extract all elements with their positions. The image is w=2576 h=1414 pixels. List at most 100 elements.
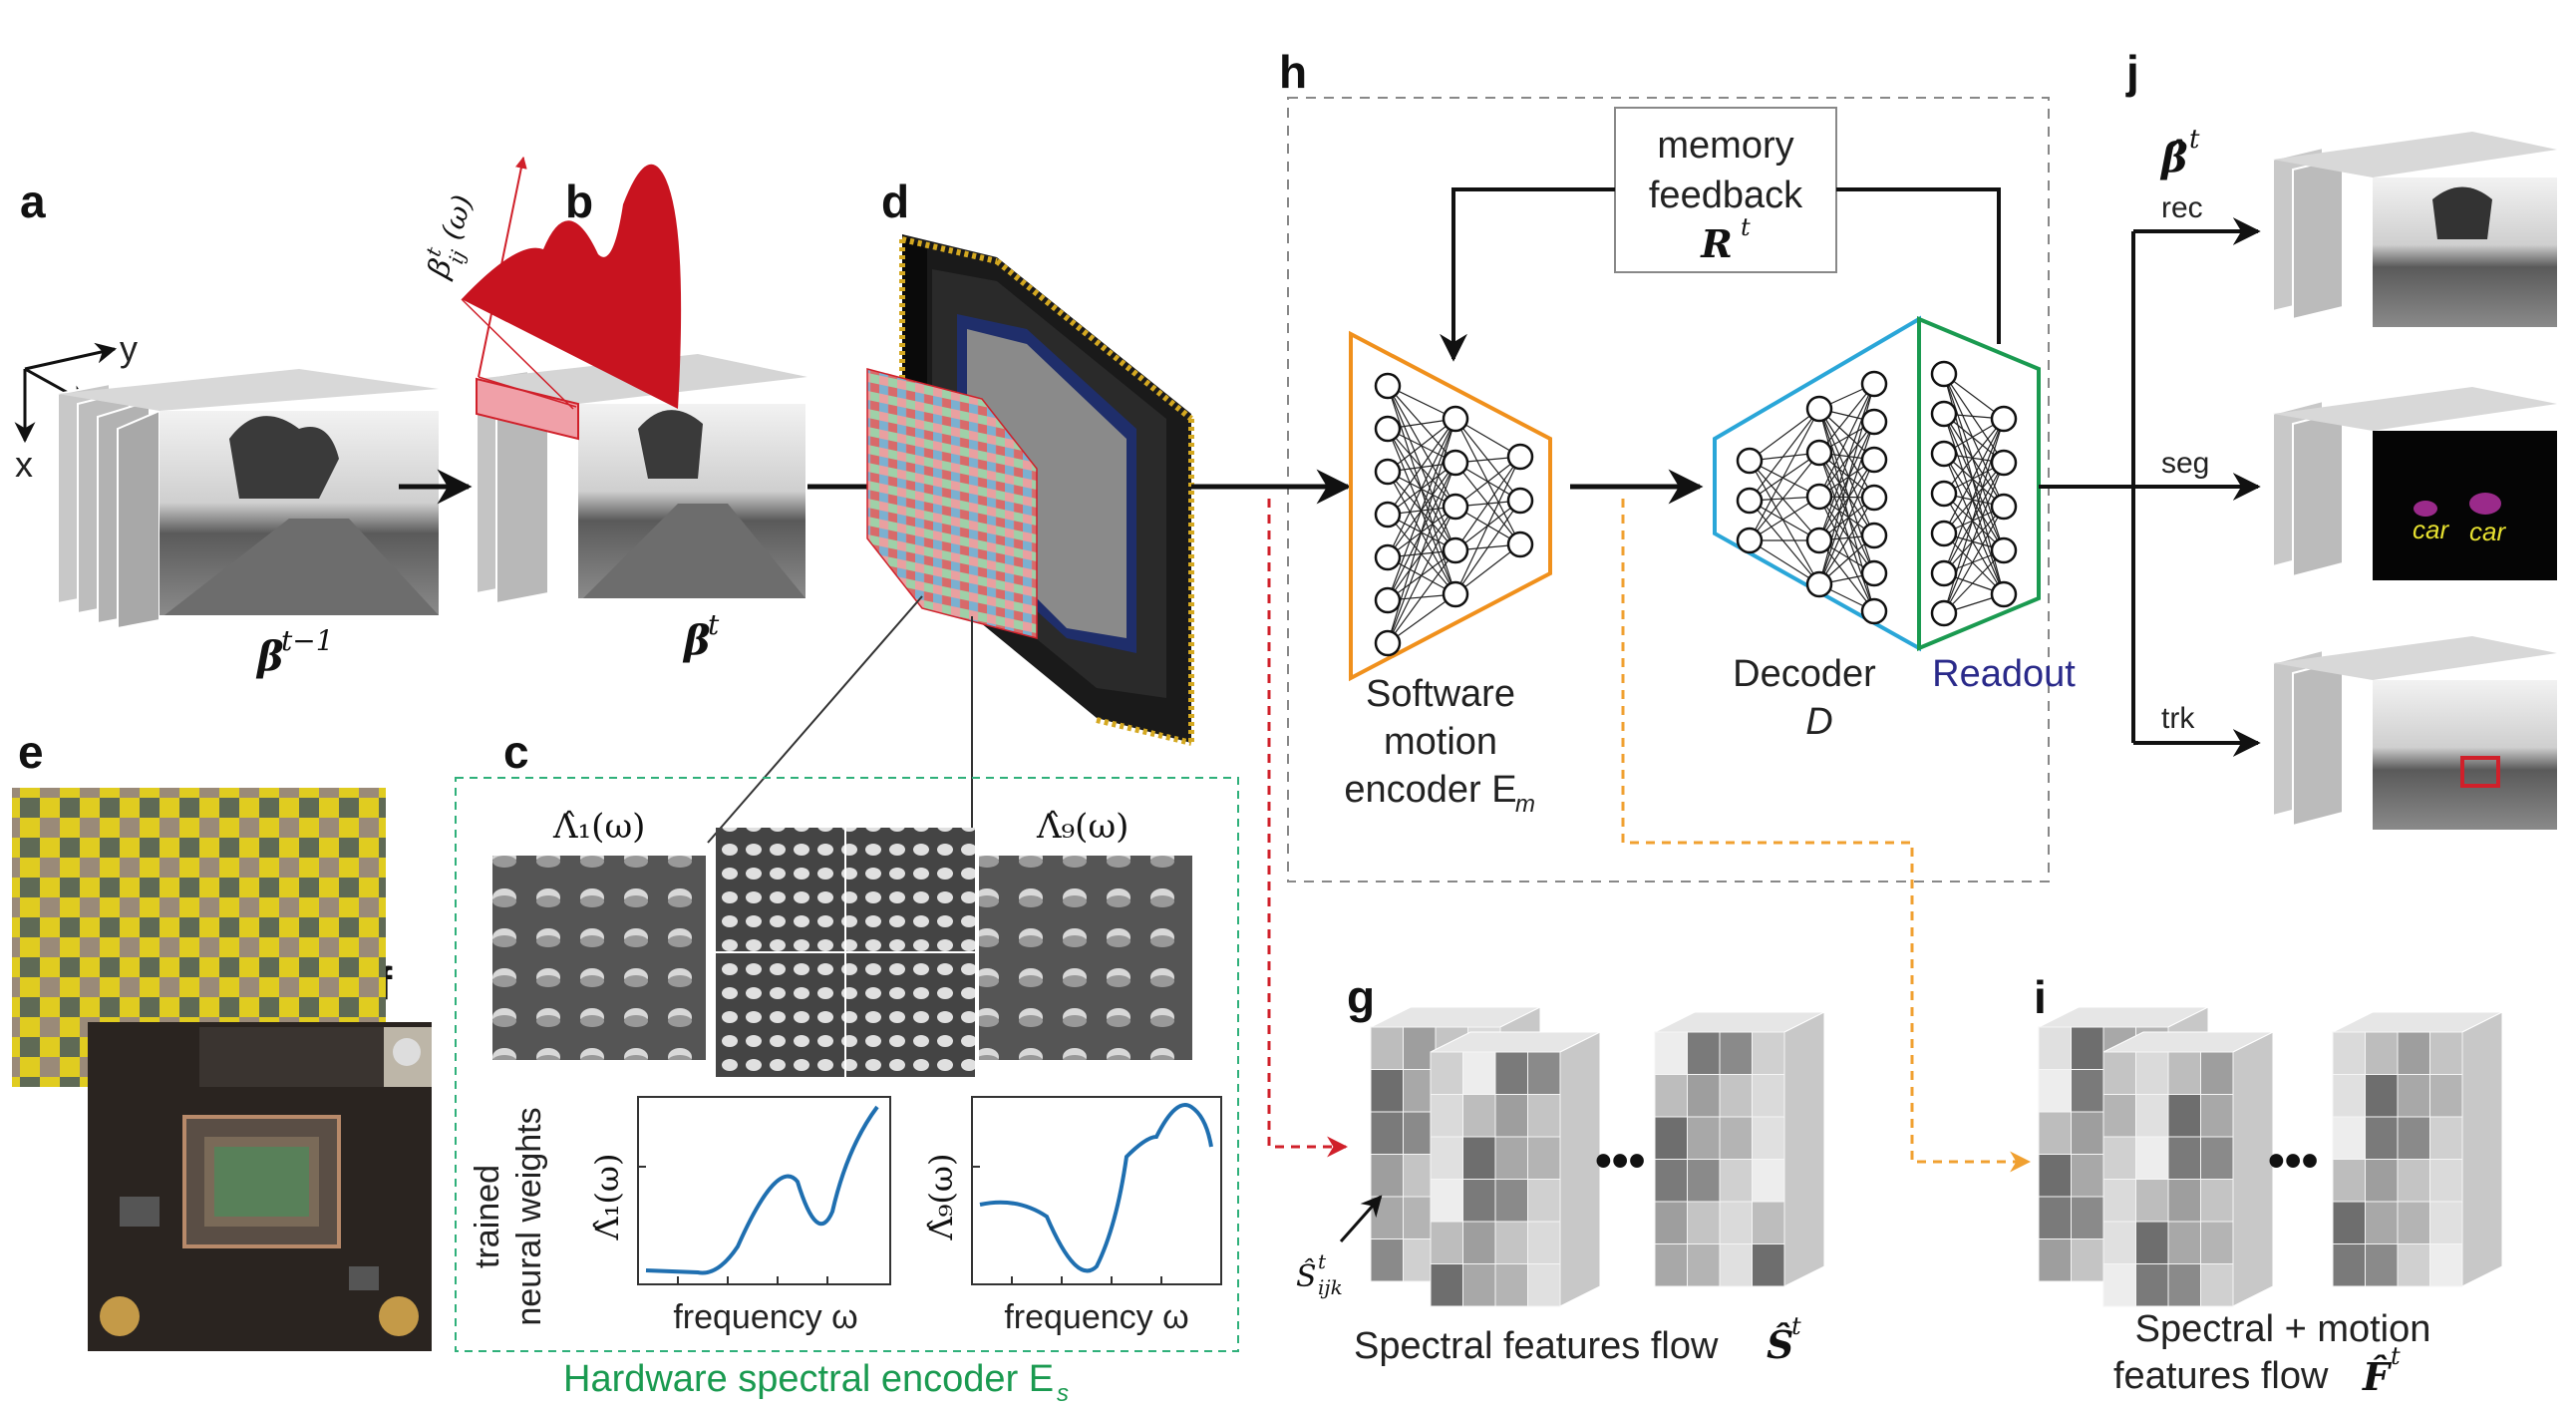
- feature-cell: [1430, 1221, 1463, 1264]
- feature-cell: [2102, 1051, 2136, 1095]
- feature-cell: [1687, 1159, 1721, 1203]
- feature-cell: [2102, 1263, 2136, 1307]
- hardware-encoder-box: [455, 777, 1239, 1352]
- feature-cell: [1719, 1031, 1753, 1075]
- feature-cell: [2332, 1074, 2366, 1118]
- neuron-node: [1930, 440, 1958, 468]
- rec-label: rec: [2161, 191, 2203, 224]
- feature-cell: [1462, 1094, 1496, 1138]
- feature-cell: [2038, 1196, 2072, 1239]
- feature-cell: [2038, 1026, 2072, 1070]
- feature-cell: [1527, 1051, 1561, 1095]
- feature-cell: [1752, 1074, 1785, 1118]
- feature-cell: [1370, 1154, 1404, 1198]
- panel-letter-b: b: [565, 176, 593, 227]
- feature-cell: [2365, 1159, 2399, 1203]
- feature-cell: [2429, 1074, 2463, 1118]
- lambda9-plot: frequency ω Λ̂₉(ω): [922, 1096, 1222, 1336]
- feature-cell: [2332, 1031, 2366, 1075]
- svg-text:t−1: t−1: [281, 624, 334, 657]
- feature-cell: [2102, 1094, 2136, 1138]
- highlighted-pixel-column: [476, 377, 579, 441]
- svg-text:s: s: [1057, 1380, 1069, 1407]
- neuron-node: [1805, 570, 1833, 598]
- neuron-node: [1805, 439, 1833, 467]
- neuron-node: [1506, 443, 1534, 471]
- feedback-line-right: [1836, 187, 2001, 344]
- neuron-node: [1736, 527, 1764, 554]
- feature-cell: [2365, 1031, 2399, 1075]
- svg-text:β: β: [682, 617, 711, 664]
- feature-cell: [2200, 1094, 2234, 1138]
- spectral-flow-sup: t: [1791, 1312, 1801, 1340]
- neuron-node: [1860, 522, 1888, 549]
- panel-letter-c: c: [503, 726, 529, 778]
- svg-text:neural weights: neural weights: [510, 1107, 548, 1325]
- feature-cell: [2429, 1031, 2463, 1075]
- motion-feature-slabs: [2038, 1006, 2503, 1307]
- feature-cell: [2332, 1243, 2366, 1287]
- spectrum-curve: [462, 164, 682, 409]
- feature-cell: [2397, 1159, 2430, 1203]
- feature-cell: [2332, 1201, 2366, 1244]
- feature-cell: [2071, 1238, 2104, 1282]
- spectral-flow-caption: Spectral features flow: [1354, 1325, 1719, 1367]
- motion-flow-symbol: F̂: [2362, 1354, 2393, 1399]
- sem-image-lambda9: [979, 856, 1192, 1060]
- readout-label: Readout: [1932, 653, 2076, 695]
- feature-cell: [2102, 1136, 2136, 1180]
- feature-cell: [2038, 1069, 2072, 1113]
- freq-label-1: frequency ω: [673, 1298, 857, 1336]
- decoder-line2: D: [1805, 701, 1832, 743]
- neuron-node: [1990, 536, 2018, 564]
- feature-cell: [1527, 1094, 1561, 1138]
- feature-cell: [1462, 1179, 1496, 1223]
- s-ijk-label: Ŝ: [1296, 1258, 1317, 1294]
- feature-cell: [1719, 1116, 1753, 1160]
- feature-cell: [1494, 1263, 1528, 1307]
- neuron-node: [1930, 520, 1958, 547]
- feature-cell: [1719, 1159, 1753, 1203]
- feature-cell: [1494, 1051, 1528, 1095]
- segmentation-map: [2373, 431, 2557, 580]
- neuron-node: [1805, 527, 1833, 554]
- feature-cell: [1752, 1201, 1785, 1244]
- feature-cell: [1494, 1136, 1528, 1180]
- spectral-flow-symbol: Ŝ: [1767, 1322, 1793, 1367]
- feedback-arrow-left: [1440, 187, 1615, 362]
- memory-line1: memory: [1657, 125, 1793, 167]
- feature-cell: [2071, 1026, 2104, 1070]
- feature-cell: [1719, 1243, 1753, 1287]
- feature-cell: [1752, 1243, 1785, 1287]
- neuron-node: [1442, 449, 1469, 477]
- feature-cell: [1654, 1159, 1688, 1203]
- feature-cell: [1527, 1179, 1561, 1223]
- lambda1-ylabel: Λ̂₁(ω): [588, 1154, 626, 1241]
- beta-t-minus-1-label: β t−1: [255, 624, 334, 680]
- feature-cell: [1430, 1263, 1463, 1307]
- neuron-node: [1374, 586, 1402, 614]
- feature-cell: [2167, 1136, 2201, 1180]
- lambda1-curve: [645, 1105, 879, 1275]
- neuron-node: [1506, 530, 1534, 558]
- feature-cell: [1527, 1221, 1561, 1264]
- feature-cell: [2365, 1243, 2399, 1287]
- neuron-node: [1990, 405, 2018, 433]
- trk-output-stack: [2272, 636, 2557, 830]
- trk-label: trk: [2161, 702, 2195, 735]
- feature-cell: [1430, 1094, 1463, 1138]
- camera-board-photo: [88, 1022, 432, 1351]
- neuron-node: [1374, 372, 1402, 400]
- neuron-node: [1506, 487, 1534, 515]
- svg-text:t: t: [708, 608, 720, 641]
- seg-output-stack: car car: [2272, 387, 2557, 580]
- feature-cell: [1430, 1179, 1463, 1223]
- feature-cell: [2397, 1116, 2430, 1160]
- feature-cell: [2071, 1111, 2104, 1155]
- sensor-chip: [866, 234, 1194, 746]
- filter-array-overlay: [866, 368, 1038, 639]
- lambda1-title: Λ̂₁(ω): [552, 807, 645, 847]
- input-frames-stack: [57, 369, 439, 630]
- feature-cell: [1687, 1201, 1721, 1244]
